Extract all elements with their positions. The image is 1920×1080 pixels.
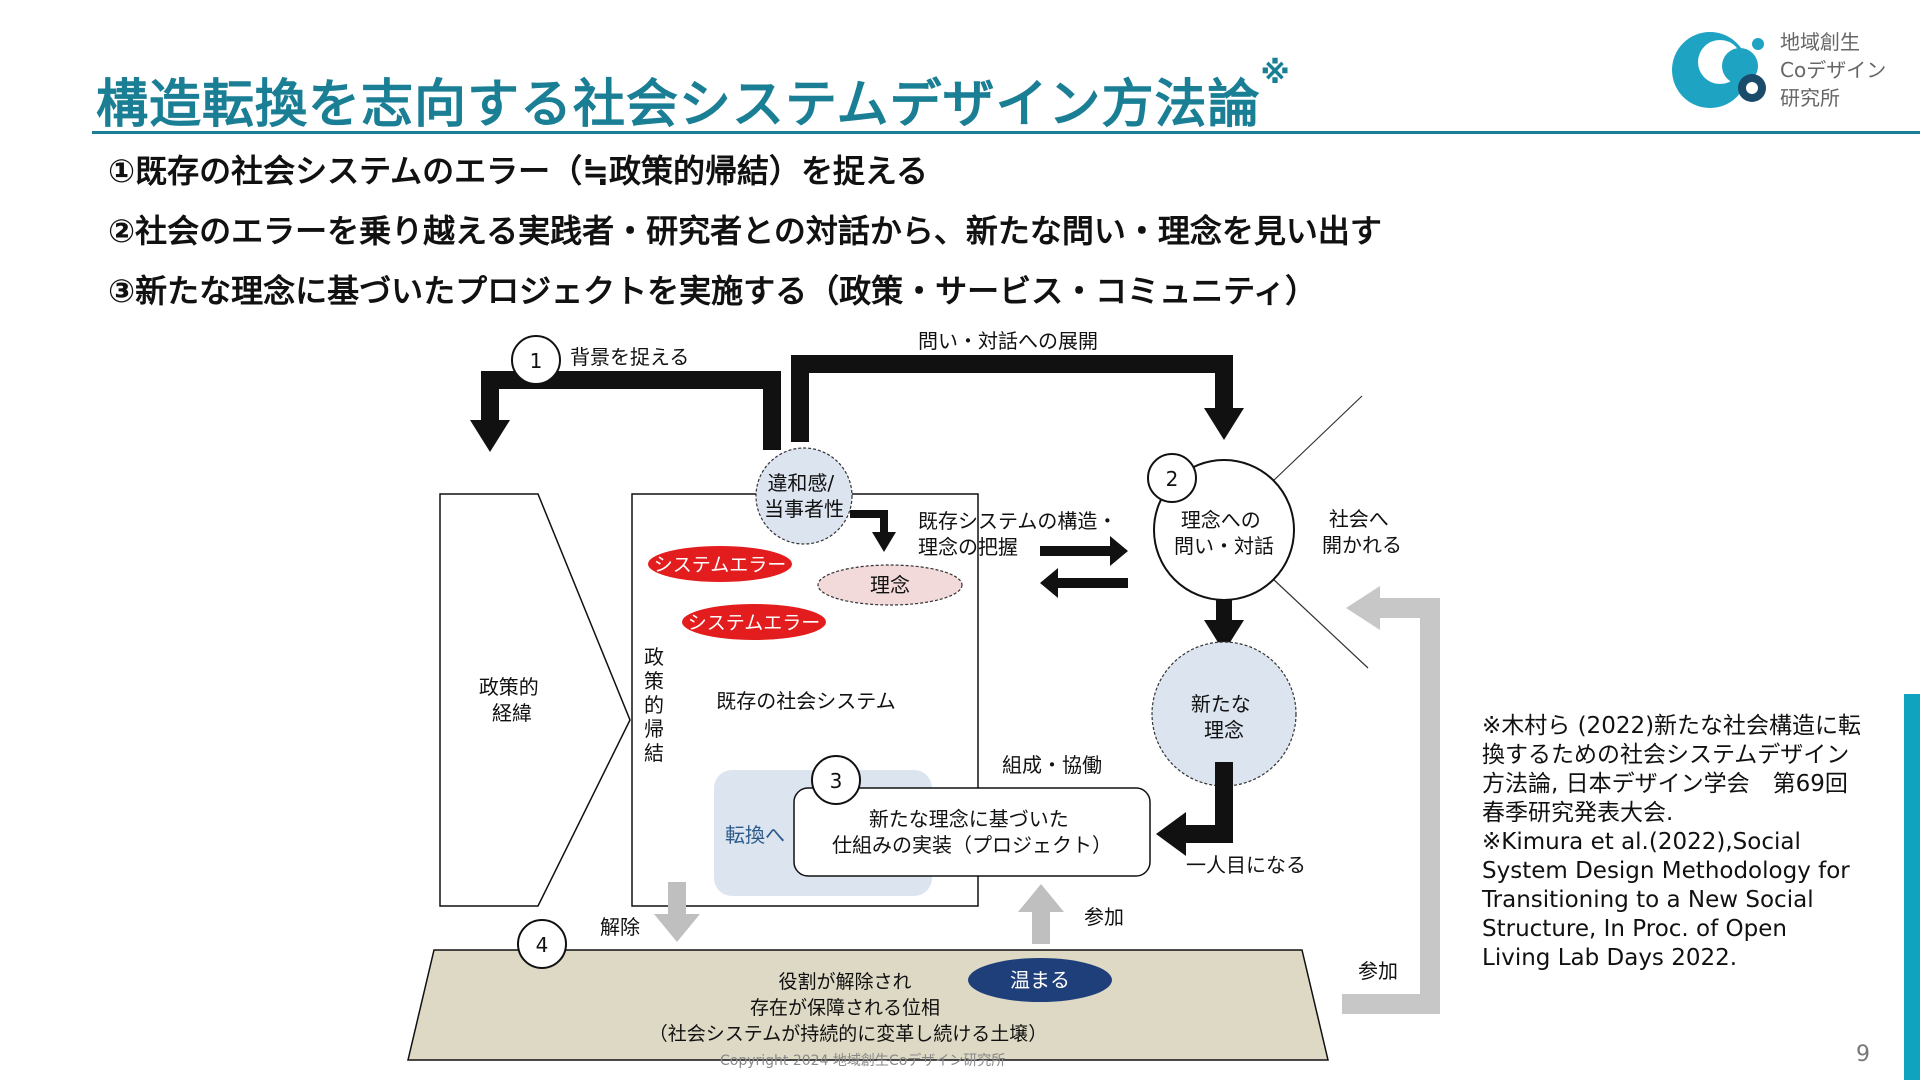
warm-label: 温まる — [1010, 968, 1070, 992]
implementation-box — [793, 787, 1151, 877]
warm-badge — [968, 958, 1112, 1002]
join-return-path — [1342, 598, 1440, 1014]
logo-line-1: 地域創生 — [1780, 30, 1860, 54]
copyright: Copyright 2024 地域創生Coデザイン研究所 — [720, 1053, 1006, 1069]
policy-outcome-char: 帰 — [644, 717, 664, 741]
ideal-to-implementation-arrow — [1182, 762, 1233, 843]
transform-label: 転換へ — [725, 823, 785, 847]
join-right-label: 参加 — [1358, 959, 1398, 983]
grasp-label: 既存システムの構造・ 理念の把握 — [918, 509, 1124, 559]
step-number-badge — [511, 335, 561, 385]
logo-icon — [1672, 32, 1766, 108]
logo-line-2: Coデザイン — [1780, 58, 1887, 82]
system-error-badge — [648, 546, 792, 582]
ideal-label: 理念 — [870, 573, 910, 597]
bullet-item: ①既存の社会システムのエラー（≒政策的帰結）を捉える — [108, 152, 928, 190]
background-arrowhead — [470, 420, 510, 452]
step-number-badge — [1147, 453, 1197, 503]
policy-history-shape — [439, 493, 631, 907]
step-number-badge — [811, 755, 861, 805]
join-label: 参加 — [1084, 905, 1124, 929]
foundation-label: 役割が解除され 存在が保障される位相 （社会システムが持続的に変革し続ける土壌） — [649, 971, 1047, 1045]
policy-history-label: 政策的 経緯 — [479, 675, 545, 725]
step-number: 3 — [830, 769, 843, 793]
one-step-label: 一人目になる — [1186, 853, 1306, 877]
policy-outcome-char: 的 — [644, 693, 664, 717]
exchange-arrows — [1040, 536, 1128, 598]
side-accent-bar — [1904, 694, 1920, 1080]
system-error-label: システムエラー — [688, 612, 820, 634]
radiate-line-top — [1271, 395, 1363, 483]
logo-mark — [1672, 32, 1766, 108]
release-label: 解除 — [600, 915, 640, 939]
organize-label: 組成・協働 — [1002, 753, 1102, 777]
page-title: 構造転換を志向する社会システムデザイン方法論※ — [96, 56, 1291, 137]
ideal-badge — [817, 564, 963, 606]
join-return-arrowhead — [1346, 586, 1380, 630]
dialogue-arrowhead — [1204, 408, 1244, 440]
discomfort-circle — [755, 447, 853, 545]
policy-outcome-label: 政策的帰結 — [644, 645, 664, 765]
step-number: 2 — [1166, 467, 1179, 491]
logo-line-3: 研究所 — [1780, 86, 1840, 110]
dialogue-to-ideal-arrow — [1216, 600, 1232, 622]
bullet-item: ②社会のエラーを乗り越える実践者・研究者との対話から、新たな問い・理念を見い出す — [108, 212, 1382, 250]
bullet-item: ③新たな理念に基づいたプロジェクトを実施する（政策・サービス・コミュニティ） — [108, 272, 1318, 310]
step-number-badge — [517, 919, 567, 969]
policy-outcome-char: 策 — [644, 669, 664, 693]
step1-label: 背景を捉える — [570, 345, 689, 369]
implementation-label: 新たな理念に基づいた 仕組みの実装（プロジェクト） — [832, 807, 1112, 857]
existing-system-label: 既存の社会システム — [716, 689, 895, 713]
reference-item: ※Kimura et al.(2022),Social System Desig… — [1482, 829, 1850, 971]
radiate-line-bottom — [1271, 577, 1369, 669]
page-number: 9 — [1856, 1042, 1870, 1067]
discomfort-to-ideal-arrowhead — [872, 532, 896, 552]
policy-outcome-char: 政 — [644, 645, 664, 669]
ideal-to-implementation-arrowhead — [1156, 812, 1186, 856]
dialogue-arrow — [791, 355, 1233, 442]
step-number: 4 — [536, 933, 549, 957]
new-ideal-label: 新たな 理念 — [1191, 692, 1257, 742]
background-arrow — [481, 371, 781, 450]
title-mark: ※ — [1260, 56, 1291, 91]
dialogue-label: 理念への 問い・対話 — [1174, 508, 1274, 558]
release-arrow — [654, 882, 700, 942]
dialogue-to-ideal-arrowhead — [1204, 620, 1244, 652]
discomfort-to-ideal-arrow — [850, 510, 888, 534]
bullet-list: ①既存の社会システムのエラー（≒政策的帰結）を捉える ②社会のエラーを乗り越える… — [108, 148, 1382, 328]
join-arrow — [1018, 884, 1064, 944]
logo-text: 地域創生 Coデザイン 研究所 — [1780, 28, 1886, 112]
top-arrow-label: 問い・対話への展開 — [918, 329, 1098, 353]
step-number: 1 — [530, 349, 543, 373]
open-society-label: 社会へ 開かれる — [1322, 507, 1402, 557]
system-error-badge — [682, 604, 826, 640]
references: ※木村ら (2022)新たな社会構造に転換するための社会システムデザイン方法論,… — [1482, 712, 1862, 973]
discomfort-label: 違和感/ 当事者性 — [764, 471, 844, 521]
title-text: 構造転換を志向する社会システムデザイン方法論 — [96, 75, 1261, 135]
reference-item: ※木村ら (2022)新たな社会構造に転換するための社会システムデザイン方法論,… — [1482, 713, 1862, 826]
system-error-label: システムエラー — [654, 554, 786, 576]
policy-outcome-char: 結 — [644, 741, 664, 765]
title-rule — [92, 131, 1920, 134]
